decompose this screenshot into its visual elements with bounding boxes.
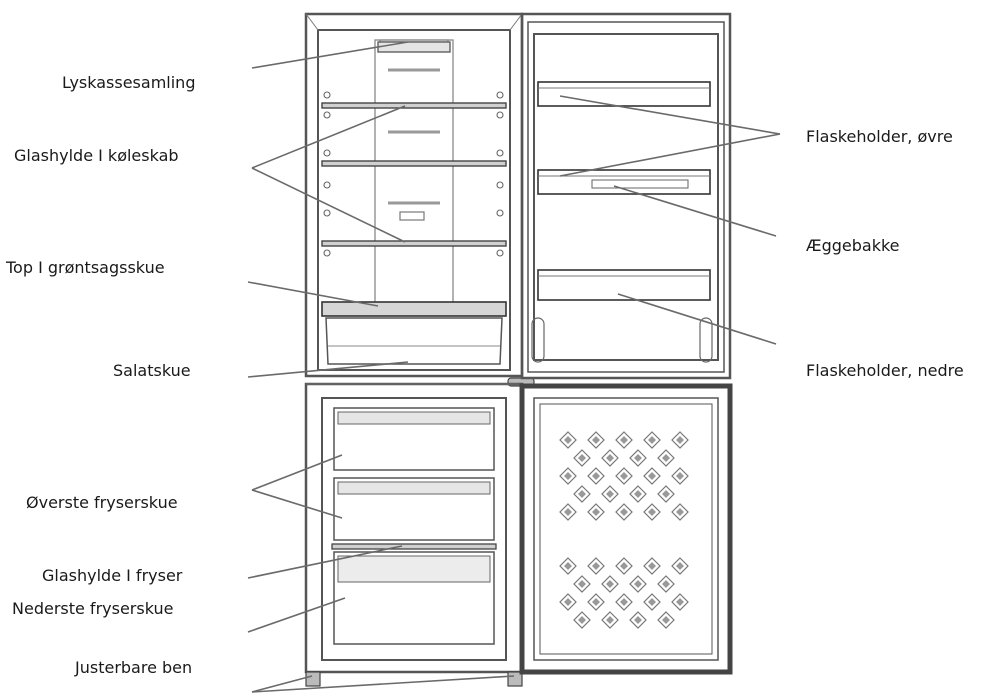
label-egg-tray: Æggebakke	[806, 236, 900, 255]
label-freezer-glass-shelf: Glashylde I fryser	[42, 566, 183, 585]
leader-upper-freezer-drawer-a	[251, 454, 343, 491]
leader-freezer-glass-shelf	[247, 545, 403, 579]
glass-shelf-3	[321, 240, 507, 247]
label-bottle-holder-lower: Flaskeholder, nedre	[806, 361, 964, 380]
leader-fridge-glass-shelf-b	[251, 167, 406, 243]
freezer-cabinet-inner	[321, 397, 507, 661]
freezer-glass-shelf	[331, 543, 497, 550]
bottle-holder-upper	[537, 81, 711, 107]
label-light-box: Lyskassesamling	[62, 73, 195, 92]
leader-light-box	[251, 41, 409, 69]
leader-bottle-holder-upper-a	[559, 95, 781, 135]
leader-upper-freezer-drawer-b	[251, 489, 343, 519]
leader-bottle-holder-upper-b	[559, 133, 781, 177]
fridge-door	[520, 12, 732, 380]
glass-shelf-2	[321, 160, 507, 167]
label-fridge-glass-shelf: Glashylde I køleskab	[14, 146, 179, 165]
leader-adjustable-feet-b	[251, 675, 515, 693]
light-box	[377, 41, 451, 53]
label-adjustable-feet: Justerbare ben	[74, 658, 192, 677]
fridge-door-gasket	[527, 21, 725, 373]
freezer-door	[519, 383, 733, 675]
leader-lower-freezer-drawer	[247, 597, 346, 633]
freezer-door-inner	[533, 397, 719, 661]
egg-tray	[591, 179, 689, 189]
crisper-drawer	[325, 317, 503, 365]
label-bottle-holder-upper: Flaskeholder, øvre	[806, 127, 953, 146]
label-lower-freezer-drawer: Nederste fryserskue	[12, 599, 173, 618]
adjustable-foot-left	[305, 671, 321, 687]
fridge-door-inner	[533, 33, 719, 361]
lower-freezer-drawer	[333, 551, 495, 645]
label-upper-freezer-drawer: Øverste fryserskue	[26, 493, 178, 512]
leader-lines	[247, 41, 781, 693]
leader-bottle-holder-lower	[617, 293, 777, 345]
leader-fridge-glass-shelf-a	[251, 105, 406, 169]
fridge-cabinet-inner	[317, 29, 511, 371]
freezer-door-pattern-bottom	[559, 557, 689, 629]
fridge-cabinet	[304, 12, 535, 387]
leader-adjustable-feet-a	[251, 675, 313, 693]
freezer-cabinet	[304, 382, 524, 687]
leader-crisper-top	[247, 281, 379, 307]
freezer-door-gasket	[519, 383, 733, 675]
upper-freezer-drawer-2	[333, 477, 495, 541]
label-crisper: Salatskue	[113, 361, 191, 380]
fridge-cabinet-outer	[304, 12, 524, 378]
labels: Lyskassesamling Glashylde I køleskab Top…	[5, 73, 964, 677]
freezer-door-pattern-top	[559, 431, 689, 521]
upper-freezer-drawer-1	[333, 407, 495, 471]
leader-crisper	[247, 361, 409, 378]
crisper-top	[321, 301, 507, 317]
fridge-door-outer	[520, 12, 732, 380]
glass-shelf-1	[321, 102, 507, 109]
rear-panel	[374, 39, 454, 311]
freezer-cabinet-outer	[304, 382, 524, 674]
leader-egg-tray	[613, 185, 777, 237]
egg-tray-shelf	[537, 169, 711, 195]
label-crisper-top: Top I grøntsagsskue	[5, 258, 165, 277]
bottle-holder-lower	[537, 269, 711, 301]
